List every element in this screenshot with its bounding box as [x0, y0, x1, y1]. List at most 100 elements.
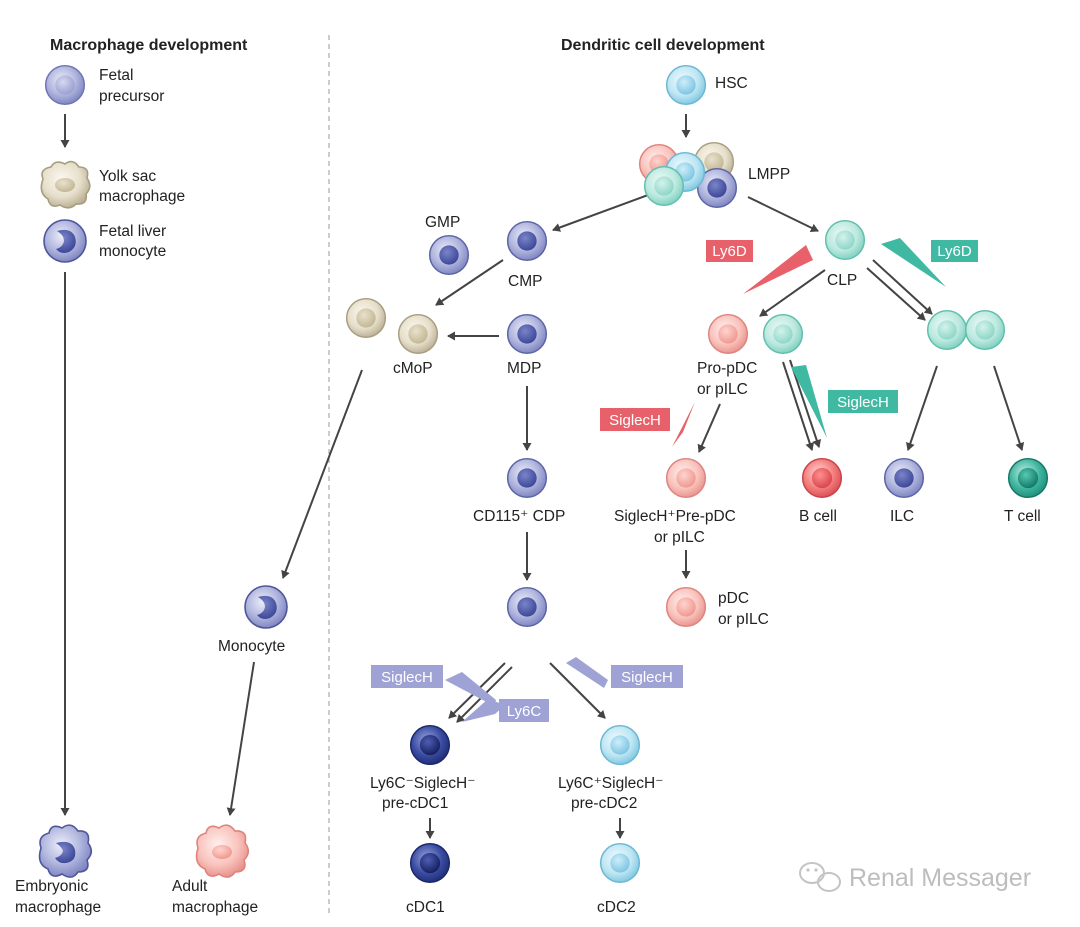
embryonic-macrophage-cell	[38, 824, 93, 878]
fetal-liver-label-1: Fetal liver	[99, 223, 166, 240]
ly6d-right-tag-box	[931, 240, 978, 262]
arrow-lmpp-to-clp	[747, 196, 819, 232]
monocyte-cell	[244, 585, 288, 629]
pre-cdc2-label-2: pre-cDC2	[571, 795, 637, 812]
ly6c-tag-box	[499, 699, 549, 722]
arrow-monocyte-to-adult	[226, 661, 255, 816]
ly6c-siglech-cell	[506, 586, 548, 628]
pro-pdc-label-2: or pILC	[697, 381, 748, 398]
fetal-precursor-label-1: Fetal	[99, 67, 133, 84]
t-cell-label: T cell	[1004, 508, 1041, 525]
lmpp-label: LMPP	[748, 166, 790, 183]
b-cell-label: B cell	[799, 508, 837, 525]
arrow-propdc-to-prepdc	[697, 403, 721, 453]
pdc-label-2: or pILC	[718, 611, 769, 628]
pro-pdc-label-1: Pro-pDC	[697, 360, 757, 377]
ly6d-left-tag-box	[706, 240, 753, 262]
fetal-precursor-label-2: precursor	[99, 88, 164, 105]
ilc-cell	[883, 457, 925, 499]
watermark-text: Renal Messager	[849, 864, 1031, 892]
siglech-pink-wedge	[672, 402, 695, 447]
arrow-clp-to-propdc	[759, 269, 826, 317]
yolk-sac-macrophage-cell	[40, 160, 91, 209]
ly6c-tag: Ly6C	[507, 703, 542, 720]
mdp-label: MDP	[507, 360, 541, 377]
embryonic-label-2: macrophage	[15, 899, 101, 916]
pre-cdc1-label-2: pre-cDC1	[382, 795, 448, 812]
pre-cdc2-cell	[599, 724, 641, 766]
arrow-cmp-to-cmop	[435, 259, 504, 306]
teal-progenitor-cell	[762, 313, 804, 355]
pre-cdc2-label-1: Ly6C⁺SiglecH⁻	[558, 775, 663, 792]
pre-cdc1-label-1: Ly6C⁻SiglecH⁻	[370, 775, 475, 792]
ly6d-left-tag: Ly6D	[712, 243, 747, 260]
cells	[38, 64, 1049, 884]
cmp-label: CMP	[508, 273, 542, 290]
fetal-liver-monocyte-cell	[43, 219, 87, 263]
siglech-pink-tag-box	[600, 408, 670, 431]
cell-labels: Fetal precursor Yolk sac macrophage Feta…	[15, 67, 1041, 916]
siglech-pre-pdc-label-1: SiglecH⁺Pre-pDC	[614, 508, 736, 525]
clp-cell	[824, 219, 866, 261]
siglech-right-tag: SiglecH	[621, 669, 673, 686]
cdc1-cell	[409, 842, 451, 884]
arrow-clp-to-teal-pair-b	[866, 267, 926, 321]
siglech-pre-pdc-cell	[665, 457, 707, 499]
adult-label-1: Adult	[172, 878, 208, 895]
pdc-label-1: pDC	[718, 590, 749, 607]
wechat-icon	[799, 862, 841, 892]
marker-wedges	[445, 238, 946, 722]
cmp-cell	[506, 220, 548, 262]
teal-pair-left-cell	[926, 309, 968, 351]
siglech-left-wedge	[445, 672, 496, 706]
macrophage-heading: Macrophage development	[50, 37, 248, 54]
ly6d-right-wedge	[881, 238, 946, 287]
cdp-cell	[506, 457, 548, 499]
watermark: Renal Messager	[799, 862, 1031, 892]
hsc-label: HSC	[715, 75, 748, 92]
arrow-cmop-to-monocyte	[281, 369, 363, 579]
teal-pair-right-cell	[964, 309, 1006, 351]
cdc2-cell	[599, 842, 641, 884]
arrow-lmpp-to-gmp-side	[552, 194, 649, 232]
siglech-pink-tag: SiglecH	[609, 412, 661, 429]
gmp-label: GMP	[425, 214, 460, 231]
ilc-label: ILC	[890, 508, 914, 525]
monocyte-label: Monocyte	[218, 638, 285, 655]
lmpp-cluster	[638, 141, 738, 209]
arrow-clp-to-teal-pair-a	[872, 259, 933, 315]
arrow-teal-to-bcell-a	[782, 361, 815, 451]
siglech-teal-tag-box	[828, 390, 898, 413]
fetal-liver-label-2: monocyte	[99, 243, 166, 260]
cdc2-label: cDC2	[597, 899, 636, 916]
yolk-sac-label-1: Yolk sac	[99, 168, 156, 185]
siglech-left-tag-box	[371, 665, 443, 688]
arrow-teal-pair-to-tcell	[993, 365, 1025, 451]
arrow-teal-pair-to-ilc	[906, 365, 938, 451]
siglech-teal-wedge	[791, 365, 827, 438]
ly6d-right-tag: Ly6D	[937, 243, 972, 260]
fetal-precursor-cell	[44, 64, 86, 106]
cmop-label: cMoP	[393, 360, 433, 377]
gmp-cell	[428, 234, 470, 276]
siglech-right-wedge	[566, 657, 608, 688]
adult-label-2: macrophage	[172, 899, 258, 916]
arrow-ly6c-to-precdc2	[549, 662, 606, 719]
cmop-cell	[397, 313, 439, 355]
siglech-right-tag-box	[611, 665, 683, 688]
marker-tags: Ly6D Ly6D SiglecH SiglecH SiglecH Ly6C S…	[371, 240, 978, 722]
siglech-left-tag: SiglecH	[381, 669, 433, 686]
mdp-cell	[506, 313, 548, 355]
pre-cdc1-cell	[409, 724, 451, 766]
siglech-teal-tag: SiglecH	[837, 394, 889, 411]
beige-precursor-cell	[345, 297, 387, 339]
clp-label: CLP	[827, 272, 857, 289]
yolk-sac-label-2: macrophage	[99, 188, 185, 205]
adult-macrophage-cell	[195, 824, 250, 878]
t-cell	[1007, 457, 1049, 499]
embryonic-label-1: Embryonic	[15, 878, 88, 895]
dendritic-heading: Dendritic cell development	[561, 37, 765, 54]
ly6c-wedge	[462, 699, 505, 722]
cdp-label: CD115⁺ CDP	[473, 508, 565, 525]
